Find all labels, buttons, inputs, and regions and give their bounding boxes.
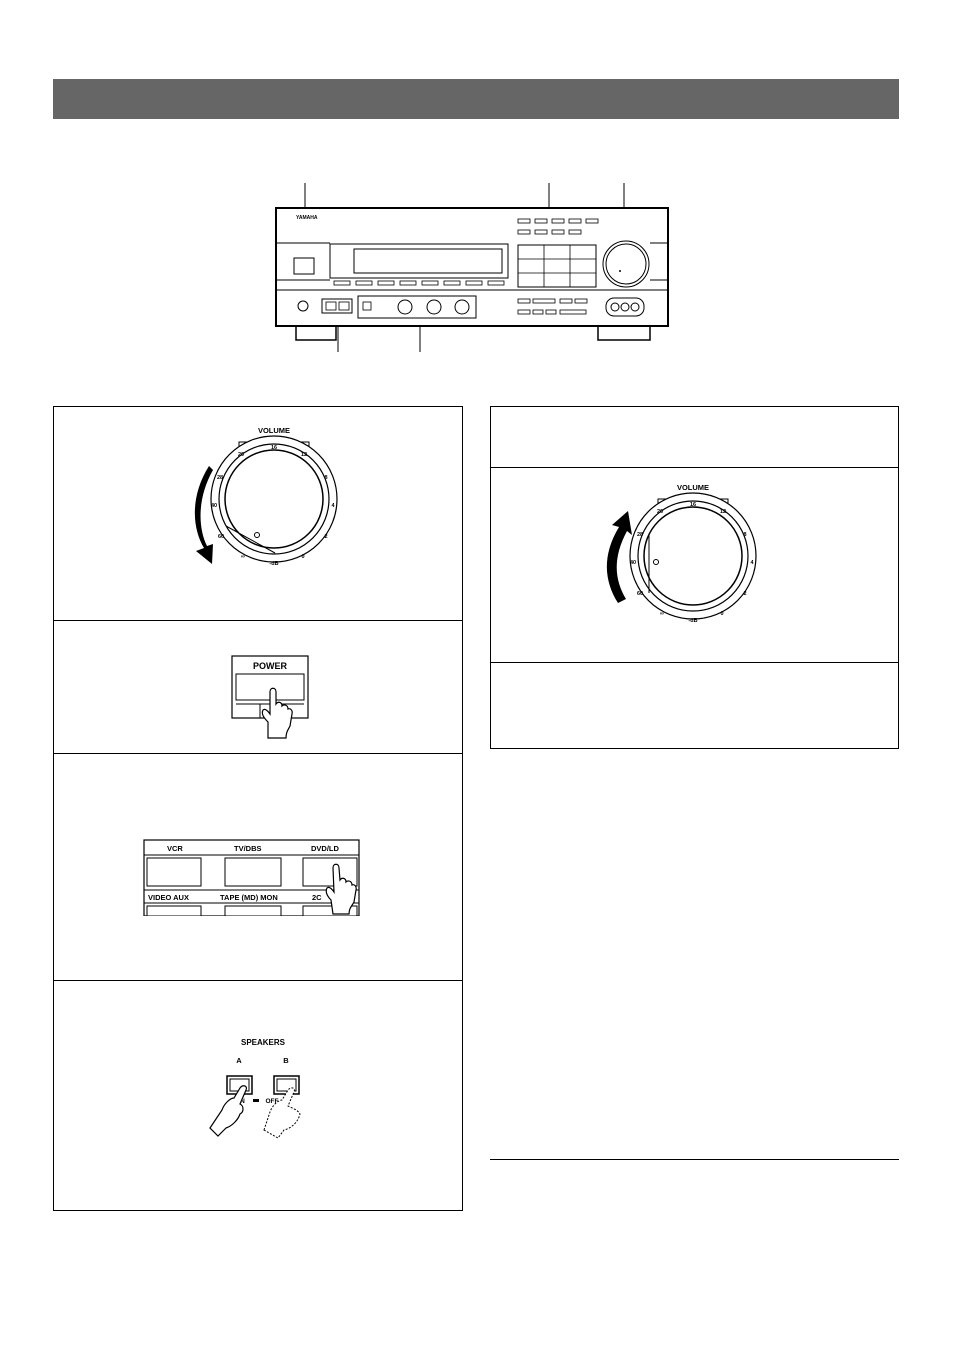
input-videoaux-label: VIDEO AUX — [148, 893, 189, 902]
top-small-buttons — [517, 218, 599, 235]
input-2c-label: 2C — [312, 893, 322, 902]
svg-text:4: 4 — [331, 503, 335, 509]
svg-text:28: 28 — [217, 475, 223, 481]
footnote-rule — [490, 1159, 899, 1160]
divider — [53, 620, 463, 621]
av-input-jacks — [605, 297, 645, 317]
power-switch — [293, 257, 315, 275]
svg-text:20: 20 — [657, 509, 663, 515]
speakers-figure: SPEAKERS A B ON OFF — [209, 1038, 301, 1139]
svg-text:60: 60 — [218, 534, 224, 540]
svg-text:40: 40 — [211, 503, 217, 509]
svg-text:2: 2 — [743, 591, 746, 597]
input-vcr-label: VCR — [167, 844, 183, 853]
svg-text:8: 8 — [743, 532, 746, 538]
svg-text:∞: ∞ — [241, 554, 245, 560]
pointing-hand-dashed-icon — [263, 1087, 301, 1139]
svg-text:16: 16 — [271, 445, 277, 451]
off-label: OFF — [266, 1098, 279, 1105]
svg-text:0: 0 — [720, 611, 723, 617]
lower-right-buttons — [517, 298, 588, 315]
divider — [490, 662, 899, 663]
volume-knob-figure-down: VOLUME 16 20 12 28 8 40 4 60 2 ∞ 0 -dB — [194, 426, 338, 567]
turn-up-arrow-icon — [606, 511, 632, 603]
receiver-front-panel-illustration: YAMAHA — [275, 183, 669, 352]
left-steps-panel — [53, 406, 463, 1211]
knob-indicator-dot — [653, 559, 659, 565]
input-tvdbs-label: TV/DBS — [234, 844, 262, 853]
speakers-a-label: A — [236, 1056, 242, 1065]
vcr-button — [146, 857, 202, 887]
speakers-b-label: B — [283, 1056, 289, 1065]
speakers-label: SPEAKERS — [241, 1038, 286, 1047]
svg-text:12: 12 — [720, 509, 726, 515]
divider — [53, 980, 463, 981]
input-dvdld-label: DVD/LD — [311, 844, 340, 853]
svg-text:28: 28 — [637, 532, 643, 538]
volume-label: VOLUME — [677, 483, 709, 492]
divider — [53, 753, 463, 754]
brand-logo: YAMAHA — [296, 215, 318, 221]
volume-knob-small — [602, 240, 650, 288]
tone-controls — [357, 295, 477, 319]
section-header-bar — [53, 79, 899, 119]
svg-text:-dB: -dB — [688, 618, 697, 624]
knob-indicator-dot — [254, 532, 260, 538]
phones-jack — [297, 300, 309, 312]
input-selector-figure: VCR TV/DBS DVD/LD VIDEO AUX TAPE (MD) MO… — [143, 839, 360, 916]
volume-label: VOLUME — [258, 426, 290, 435]
svg-text:8: 8 — [324, 475, 327, 481]
divider — [490, 467, 899, 468]
svg-text:40: 40 — [630, 560, 636, 566]
turn-down-arrow-icon — [194, 466, 213, 564]
right-foot — [597, 325, 651, 341]
svg-text:4: 4 — [750, 560, 754, 566]
input-tapemon-label: TAPE (MD) MON — [220, 893, 278, 902]
svg-text:12: 12 — [301, 452, 307, 458]
svg-text:60: 60 — [637, 591, 643, 597]
pointing-hand-icon — [261, 687, 293, 739]
svg-text:16: 16 — [690, 502, 696, 508]
pointing-hand-icon — [209, 1085, 248, 1137]
svg-text:20: 20 — [238, 452, 244, 458]
svg-text:0: 0 — [301, 554, 304, 560]
input-selector-grid — [517, 244, 597, 288]
tvdbs-button — [224, 857, 282, 887]
svg-text:∞: ∞ — [660, 611, 664, 617]
svg-text:2: 2 — [324, 534, 327, 540]
pointing-hand-icon — [325, 863, 357, 915]
svg-text:-dB: -dB — [269, 561, 278, 567]
right-steps-panel — [490, 406, 899, 749]
left-foot — [295, 325, 337, 341]
display-buttons — [333, 280, 505, 286]
power-button-figure: POWER — [231, 655, 309, 739]
volume-knob-figure-up: VOLUME 16 20 12 28 8 40 4 60 2 ∞ 0 -dB — [606, 483, 757, 624]
power-label: POWER — [253, 661, 288, 671]
